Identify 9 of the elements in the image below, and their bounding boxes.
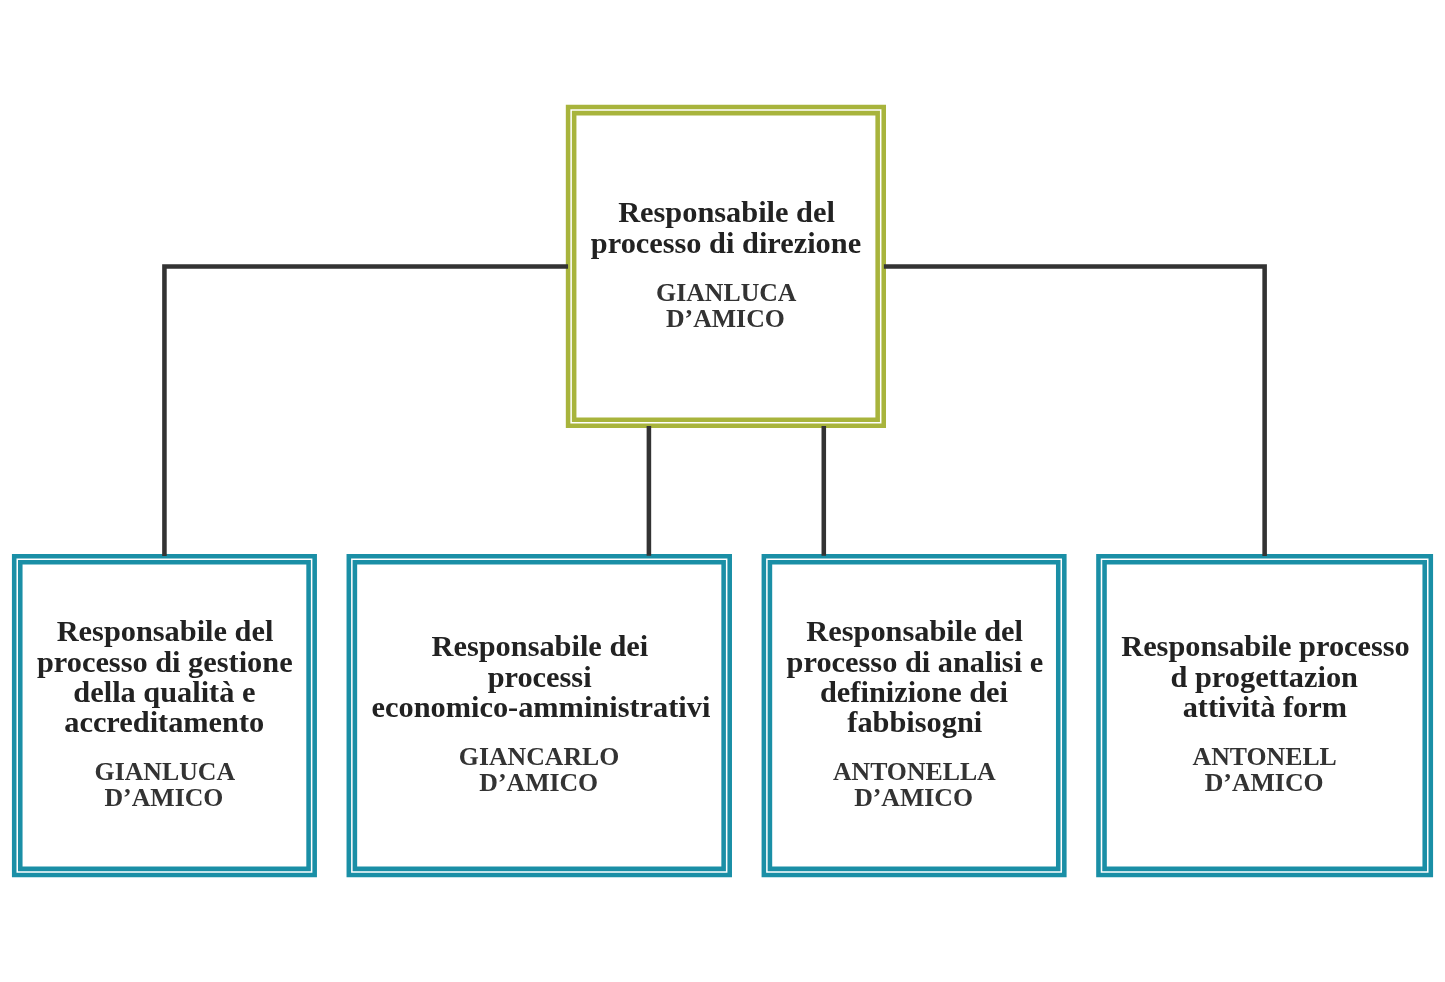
node-box: Responsabile del processo di direzione GIANLUCA D’AMICO <box>565 104 886 429</box>
connector <box>883 264 1267 556</box>
node-box: Responsabile del processo di gestione della qualità e accreditamento GIANLUCA D’AMICO <box>11 553 317 878</box>
node-box: Responsabile processo d progettazion attività form ANTONELL D’AMICO <box>1096 553 1434 878</box>
connector <box>646 426 652 556</box>
connector <box>821 426 827 556</box>
node-box: Responsabile del processo di analisi e definizione dei fabbisogni ANTONELLA D’AMICO <box>761 553 1067 878</box>
connector <box>162 264 568 556</box>
node-box: Responsabile dei processi economico-amministrativi GIANCARLO D’AMICO <box>346 553 732 878</box>
